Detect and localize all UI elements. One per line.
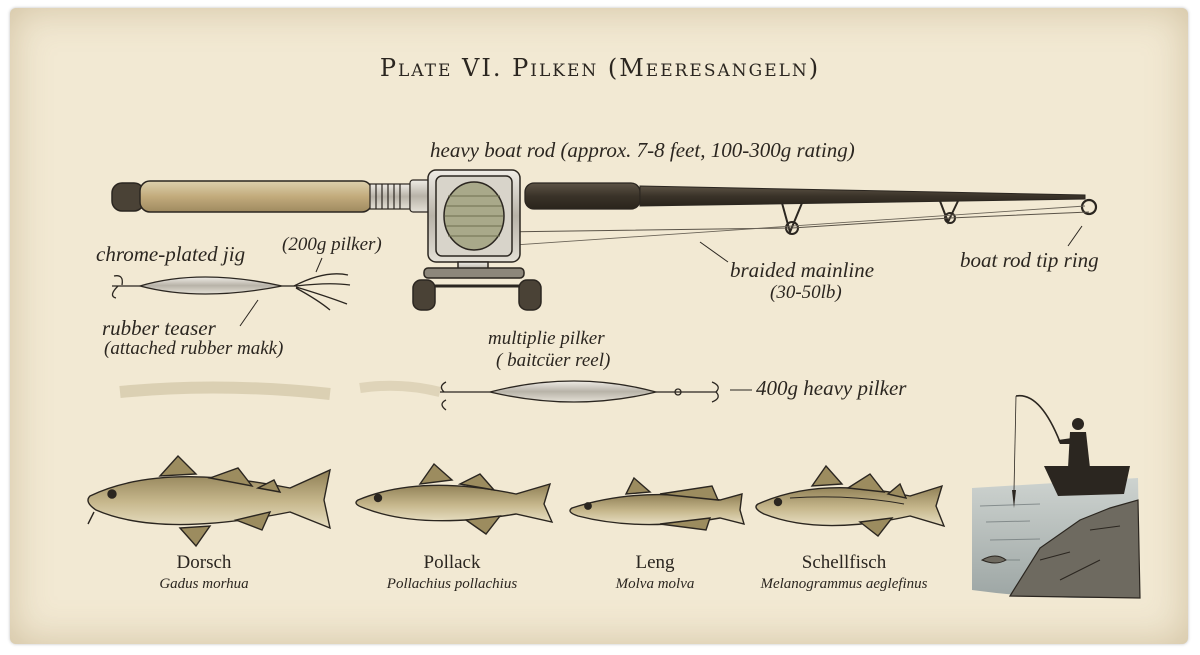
fish-latin-name: Gadus morhua — [159, 576, 249, 592]
reel-label: multiplie pilker — [488, 328, 605, 349]
fish-common-name: Leng — [635, 552, 675, 573]
boat-rod — [111, 169, 1098, 311]
fish-leng — [569, 476, 746, 531]
teaser-note-label: (attached rubber makk) — [104, 338, 284, 359]
rod-butt-cap — [111, 182, 145, 212]
jig-label: chrome-plated jig — [96, 242, 246, 266]
rod-label: heavy boat rod (approx. 7-8 feet, 100-30… — [430, 138, 855, 162]
rod-tip-ring — [1080, 198, 1098, 216]
fish-dorsch — [87, 454, 331, 548]
rod-cork-handle — [139, 180, 373, 213]
rod-reel-seat — [369, 179, 433, 213]
reel-note-label: ( baitcüer reel) — [496, 350, 611, 371]
rod-guides — [781, 200, 959, 236]
mainline-leader — [699, 241, 729, 263]
heavy-pilker — [440, 380, 752, 411]
teaser-label: rubber teaser — [102, 316, 216, 340]
boat — [1044, 466, 1130, 496]
fish-latin-name: Melanogrammus aeglefinus — [760, 576, 928, 592]
tip-leader — [1067, 225, 1083, 247]
jig-weight-label: (200g pilker) — [282, 234, 382, 255]
rocks — [1008, 499, 1141, 599]
fish-pollack — [355, 462, 554, 535]
fish-common-name: Schellfisch — [801, 552, 887, 573]
mainline-label: braided mainline — [730, 258, 875, 282]
plate-title: Plate VI. Pilken (Meeresangeln) — [379, 54, 821, 82]
angler-vignette — [972, 394, 1141, 599]
multiplier-reel — [412, 169, 542, 311]
fish-common-name: Dorsch — [176, 552, 232, 573]
fish-latin-name: Molva molva — [615, 576, 695, 592]
fish-common-name: Pollack — [423, 552, 481, 573]
heavy-pilker-label: 400g heavy pilker — [756, 376, 907, 400]
mainline-strength-label: (30-50lb) — [770, 282, 842, 303]
chrome-jig — [111, 257, 351, 327]
tip-ring-label: boat rod tip ring — [960, 248, 1099, 272]
fish-schellfisch — [755, 464, 946, 537]
angler-silhouette — [1058, 418, 1090, 468]
angler-rod — [1015, 394, 1061, 443]
braided-line — [499, 211, 1090, 233]
smudge — [119, 381, 331, 400]
rod-fore-grip — [524, 182, 641, 210]
rod-blank — [639, 185, 1086, 207]
fish-latin-name: Pollachius pollachius — [386, 576, 518, 592]
